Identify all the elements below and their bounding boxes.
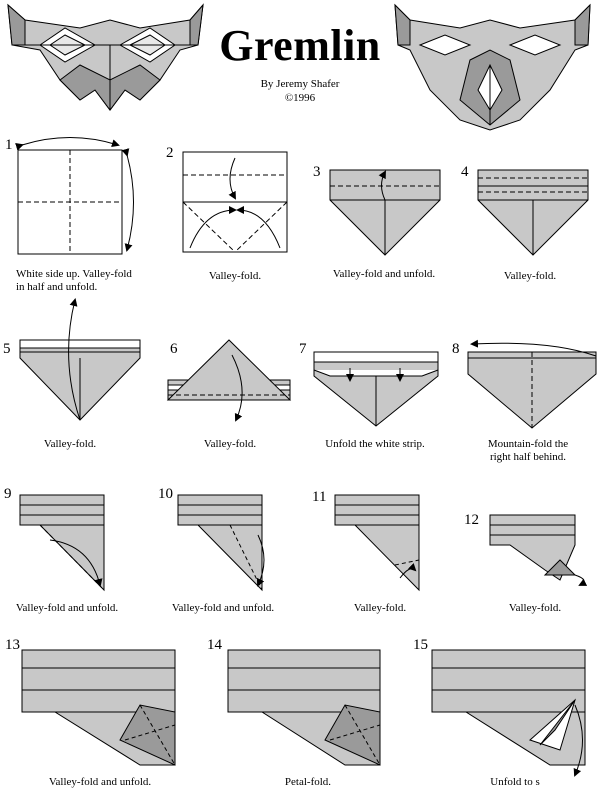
step-number: 3 — [313, 164, 321, 180]
step-14-diagram — [227, 649, 381, 766]
step-caption: Unfold the white strip. — [325, 438, 425, 450]
step-9-diagram — [19, 494, 105, 592]
step-caption: Valley-fold and unfold. — [15, 602, 119, 614]
copyright-notice: ©1996 — [284, 91, 316, 104]
step-caption: Valley-fold and unfold. — [48, 776, 152, 788]
step-6-diagram — [166, 339, 292, 422]
author-credit: By Jeremy Shafer — [260, 78, 340, 90]
step-number: 1 — [5, 137, 13, 153]
step-number: 6 — [170, 341, 178, 357]
step-3-diagram — [329, 169, 441, 256]
step-number: 9 — [4, 486, 12, 502]
step-number: 11 — [312, 489, 327, 505]
step-number: 2 — [166, 145, 174, 161]
step-13-diagram — [21, 649, 176, 766]
step-4-diagram — [477, 169, 589, 256]
step-number: 5 — [3, 341, 11, 357]
step-caption: White side up. Valley-fold in half and u… — [16, 268, 132, 294]
step-number: 15 — [413, 637, 428, 653]
step-caption: Valley-fold and unfold. — [332, 268, 436, 280]
step-caption: Valley-fold. — [208, 270, 262, 282]
step-number: 12 — [464, 512, 479, 528]
step-number: 10 — [158, 486, 173, 502]
step-caption: Valley-fold. — [353, 602, 407, 614]
step-caption: Unfold to s — [490, 776, 540, 788]
step-caption: Valley-fold. — [503, 270, 557, 282]
step-11-diagram — [334, 494, 420, 592]
step-number: 7 — [299, 341, 307, 357]
step-caption: Petal-fold. — [284, 776, 332, 788]
step-caption: Valley-fold. — [203, 438, 257, 450]
gremlin-face-left-illustration — [7, 3, 204, 111]
byline: By Jeremy Shafer ©1996 — [0, 78, 600, 106]
step-caption: Mountain-fold the right half behind. — [487, 438, 569, 464]
step-10-diagram — [177, 494, 265, 592]
step-12-diagram — [489, 514, 588, 586]
step-1-diagram — [15, 137, 134, 255]
step-15-diagram — [431, 649, 586, 777]
step-number: 8 — [452, 341, 460, 357]
step-7-diagram — [313, 351, 439, 427]
step-2-diagram — [182, 151, 288, 253]
step-caption: Valley-fold. — [508, 602, 562, 614]
step-caption: Valley-fold. — [43, 438, 97, 450]
step-number: 14 — [207, 637, 222, 653]
step-number: 13 — [5, 637, 20, 653]
step-caption: Valley-fold and unfold. — [171, 602, 275, 614]
step-number: 4 — [461, 164, 469, 180]
diagram-title: Gremlin — [219, 21, 381, 70]
gremlin-face-right-illustration — [394, 3, 591, 131]
step-5-diagram — [19, 298, 141, 421]
step-8-diagram — [467, 339, 597, 429]
